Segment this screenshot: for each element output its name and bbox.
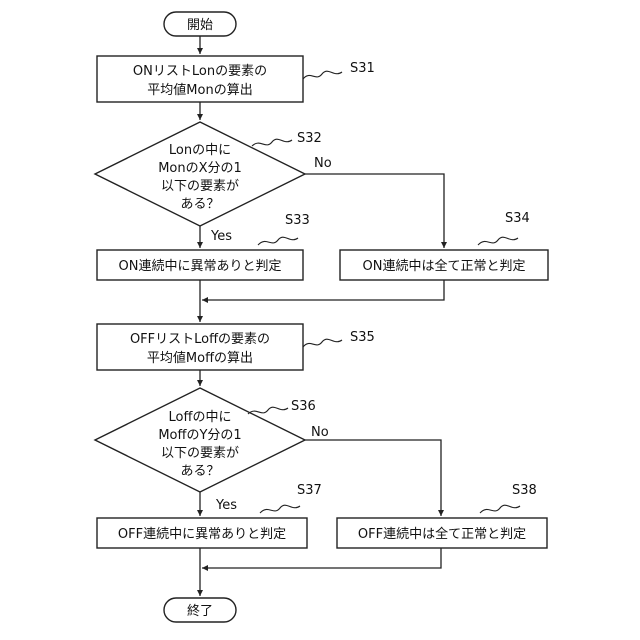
s37-step-id: S37	[297, 483, 322, 498]
start-terminal: 開始	[164, 12, 236, 36]
s34-text: ON連続中は全て正常と判定	[363, 258, 526, 274]
decision-diamond-s36: Loffの中に MoffのY分の1 以下の要素が ある？	[95, 388, 305, 492]
s35-text-line-1: OFFリストLoffの要素の	[130, 332, 270, 347]
process-box-s38: OFF連続中は全て正常と判定	[337, 518, 547, 548]
s31-leader	[303, 71, 342, 79]
decision-diamond-s32: Lonの中に MonのX分の1 以下の要素が ある？	[95, 122, 305, 226]
s32-leader	[252, 139, 292, 146]
end-label: 終了	[187, 603, 213, 619]
s33-step-id: S33	[285, 213, 310, 228]
s38-text: OFF連続中は全て正常と判定	[358, 526, 526, 542]
s32-yes-label: Yes	[210, 229, 232, 244]
process-box-s34: ON連続中は全て正常と判定	[340, 250, 548, 280]
s31-text-line-2: 平均値Monの算出	[147, 82, 252, 98]
s36-no-label: No	[311, 425, 329, 440]
process-box-s31: ONリストLonの要素の 平均値Monの算出	[97, 56, 303, 102]
s35-text-line-2: 平均値Moffの算出	[147, 350, 253, 366]
s32-text-line-3: 以下の要素が	[161, 179, 239, 194]
start-label: 開始	[187, 18, 213, 33]
s36-step-id: S36	[291, 399, 316, 414]
s32-no-label: No	[314, 156, 332, 171]
s32-text-line-1: Lonの中に	[169, 143, 231, 158]
s34-step-id: S34	[505, 211, 530, 226]
s32-step-id: S32	[297, 131, 322, 146]
s34-leader	[478, 237, 518, 245]
end-terminal: 終了	[164, 598, 236, 622]
process-box-s35: OFFリストLoffの要素の 平均値Moffの算出	[97, 324, 303, 370]
connector-s36-s38	[305, 440, 441, 516]
s36-text-line-2: MoffのY分の1	[158, 428, 241, 443]
s32-text-line-4: ある？	[180, 197, 219, 212]
s31-text-line-1: ONリストLonの要素の	[133, 64, 267, 79]
process-box-s33: ON連続中に異常ありと判定	[97, 250, 303, 280]
s36-text-line-1: Loffの中に	[169, 410, 232, 425]
connector-s38-merge	[202, 548, 441, 568]
s33-text: ON連続中に異常ありと判定	[119, 259, 282, 274]
s31-step-id: S31	[350, 61, 375, 76]
s38-leader	[480, 505, 520, 513]
s36-text-line-4: ある？	[180, 464, 219, 479]
s35-step-id: S35	[350, 330, 375, 345]
s37-leader	[260, 505, 300, 513]
s36-text-line-3: 以下の要素が	[161, 446, 239, 461]
s35-leader	[303, 339, 342, 347]
s37-text: OFF連続中に異常ありと判定	[118, 527, 286, 542]
s36-leader	[248, 407, 288, 414]
s33-leader	[258, 237, 298, 245]
s36-yes-label: Yes	[215, 498, 237, 513]
s38-step-id: S38	[512, 483, 537, 498]
s32-text-line-2: MonのX分の1	[158, 161, 242, 176]
process-box-s37: OFF連続中に異常ありと判定	[97, 518, 307, 548]
connector-s32-s34	[305, 174, 444, 248]
connector-s34-merge	[202, 280, 444, 300]
